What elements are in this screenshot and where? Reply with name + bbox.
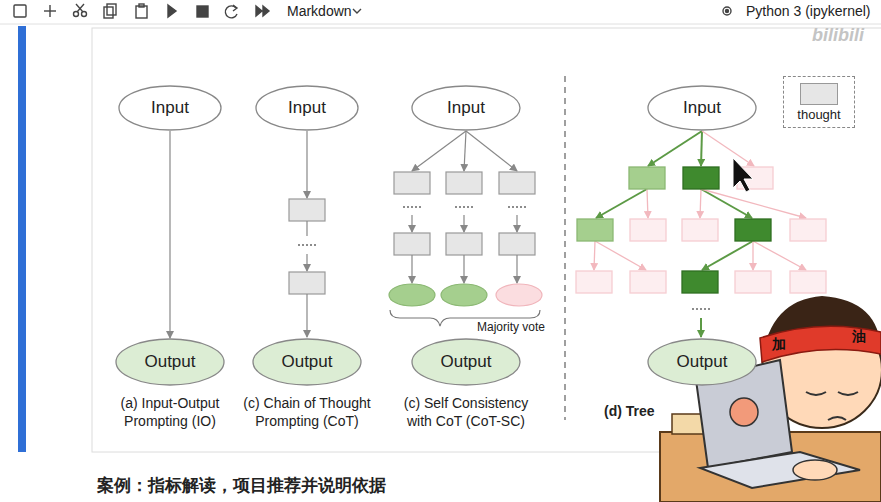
node-text: Input (447, 98, 485, 118)
connector-arrow (169, 131, 170, 338)
cot-sc-paths (389, 131, 542, 326)
tot-tree (576, 131, 826, 337)
node-label: Input (118, 85, 222, 131)
legend-box: thought (783, 76, 855, 128)
ellipse-node: Input (118, 85, 222, 131)
figure-caption: (c) Chain of Thought Prompting (CoT) (232, 395, 382, 430)
figure-caption: (a) Input-Output Prompting (IO) (95, 395, 245, 430)
toolbar-icons (14, 4, 731, 18)
node-text: Output (144, 352, 195, 372)
ellipse-node: Output (411, 338, 521, 386)
node-label: Output (252, 338, 362, 386)
toolbar-border (0, 24, 881, 25)
legend-swatch (800, 83, 838, 105)
kernel-name: Python 3 (ipykernel) (746, 3, 871, 21)
node-text: Output (281, 352, 332, 372)
node-text: Input (151, 98, 189, 118)
node-label: Input (411, 85, 521, 131)
cot-chain (289, 131, 325, 337)
node-label: Output (647, 338, 757, 386)
vote-label: Majority vote (477, 320, 545, 335)
ellipse-node: Input (411, 85, 521, 131)
separator (564, 76, 566, 420)
cell-type-menu: Markdown (287, 3, 352, 21)
ellipse-node: Input (647, 85, 757, 131)
figure-caption: (c) Self Consistency with CoT (CoT-SC) (391, 395, 541, 430)
ellipse-node: Output (115, 338, 225, 386)
toolbar (0, 0, 881, 24)
node-label: Input (255, 85, 359, 131)
node-text: Input (683, 98, 721, 118)
headband-text: 油 (852, 328, 866, 346)
ellipse-node: Output (252, 338, 362, 386)
ellipse-node: Output (647, 338, 757, 386)
figure-caption: (d) Tree (604, 403, 655, 421)
ellipsis-dots (298, 206, 710, 310)
node-text: Input (288, 98, 326, 118)
headband-text: 加 (772, 336, 786, 354)
cell-marker (18, 26, 26, 452)
node-text: Output (440, 352, 491, 372)
node-text: Output (676, 352, 727, 372)
ellipse-node: Input (255, 85, 359, 131)
node-label: Output (411, 338, 521, 386)
legend-text: thought (784, 107, 854, 122)
section-heading: 案例：指标解读，项目推荐并说明依据 (97, 475, 386, 496)
watermark: bilibili (812, 24, 864, 47)
node-label: Input (647, 85, 757, 131)
node-label: Output (115, 338, 225, 386)
